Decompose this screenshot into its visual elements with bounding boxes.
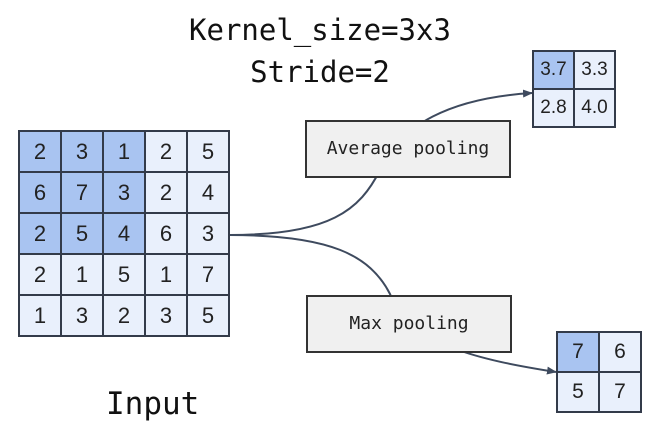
output-cell: 4.0 (573, 88, 616, 128)
matrix-row: 7 6 (556, 331, 642, 373)
max-pooling-output: 7 6 5 7 (556, 331, 642, 413)
average-pooling-output: 3.7 3.3 2.8 4.0 (532, 50, 616, 128)
matrix-cell: 1 (18, 294, 62, 337)
matrix-row: 3.7 3.3 (532, 50, 616, 90)
output-cell: 3.3 (573, 50, 616, 90)
matrix-cell: 5 (60, 212, 104, 255)
matrix-row: 5 7 (556, 371, 642, 413)
matrix-cell: 2 (144, 130, 188, 173)
matrix-cell: 2 (144, 171, 188, 214)
output-cell: 3.7 (532, 50, 575, 90)
matrix-cell: 3 (186, 212, 230, 255)
matrix-row: 2.8 4.0 (532, 88, 616, 128)
matrix-cell: 7 (60, 171, 104, 214)
matrix-cell: 3 (60, 294, 104, 337)
output-cell: 5 (556, 371, 600, 413)
matrix-row: 2 1 5 1 7 (18, 253, 230, 296)
input-matrix: 2 3 1 2 5 6 7 3 2 4 2 5 4 6 3 2 1 5 1 7 … (18, 130, 230, 337)
matrix-row: 1 3 2 3 5 (18, 294, 230, 337)
input-label: Input (106, 386, 200, 422)
average-pooling-box: Average pooling (305, 120, 511, 178)
matrix-cell: 5 (186, 130, 230, 173)
matrix-cell: 6 (144, 212, 188, 255)
matrix-cell: 1 (102, 130, 146, 173)
matrix-cell: 3 (60, 130, 104, 173)
title-kernel-size: Kernel_size=3x3 (189, 13, 451, 47)
title-stride: Stride=2 (250, 55, 390, 89)
matrix-cell: 6 (18, 171, 62, 214)
output-cell: 6 (598, 331, 642, 373)
output-cell: 2.8 (532, 88, 575, 128)
matrix-cell: 4 (102, 212, 146, 255)
matrix-cell: 2 (18, 130, 62, 173)
matrix-cell: 5 (186, 294, 230, 337)
matrix-row: 6 7 3 2 4 (18, 171, 230, 214)
arrow-to-max (229, 234, 557, 375)
matrix-row: 2 5 4 6 3 (18, 212, 230, 255)
matrix-cell: 3 (102, 171, 146, 214)
matrix-cell: 3 (144, 294, 188, 337)
matrix-cell: 5 (102, 253, 146, 296)
matrix-cell: 7 (186, 253, 230, 296)
matrix-cell: 2 (18, 253, 62, 296)
matrix-cell: 4 (186, 171, 230, 214)
matrix-cell: 1 (60, 253, 104, 296)
matrix-cell: 2 (18, 212, 62, 255)
max-pooling-box: Max pooling (306, 295, 512, 353)
matrix-row: 2 3 1 2 5 (18, 130, 230, 173)
matrix-cell: 2 (102, 294, 146, 337)
output-cell: 7 (598, 371, 642, 413)
output-cell: 7 (556, 331, 600, 373)
matrix-cell: 1 (144, 253, 188, 296)
